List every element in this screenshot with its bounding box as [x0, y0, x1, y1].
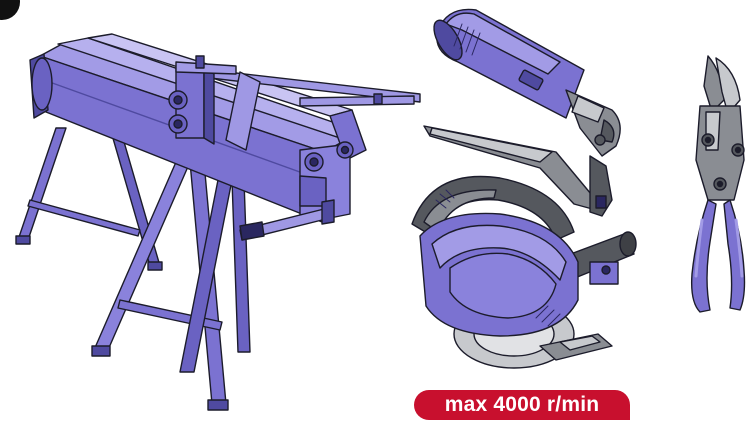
- folding-machine-rear-trestle: [15, 127, 163, 271]
- aviation-snips: [690, 55, 746, 313]
- folding-machine-end-plate: [299, 141, 354, 225]
- folding-machine-bending-handle: [239, 199, 335, 241]
- saw-base-plate: [539, 333, 613, 361]
- saw-guard-housing: [419, 212, 579, 337]
- shear-head: [565, 89, 621, 157]
- electric-shear: [423, 8, 621, 217]
- folding-machine-gauge-rods: [209, 69, 421, 151]
- max-speed-badge: max 4000 r/min: [414, 390, 630, 420]
- snips-handles: [690, 199, 746, 313]
- folding-machine: [15, 33, 421, 411]
- shear-motor-housing: [433, 8, 585, 119]
- shear-cutter-jaws: [423, 125, 613, 217]
- step-marker: [0, 0, 20, 20]
- folding-machine-front-trestle: [91, 161, 251, 411]
- folding-machine-clamp-block: [168, 55, 237, 145]
- circular-saw: [411, 175, 637, 369]
- snips-body: [695, 105, 745, 201]
